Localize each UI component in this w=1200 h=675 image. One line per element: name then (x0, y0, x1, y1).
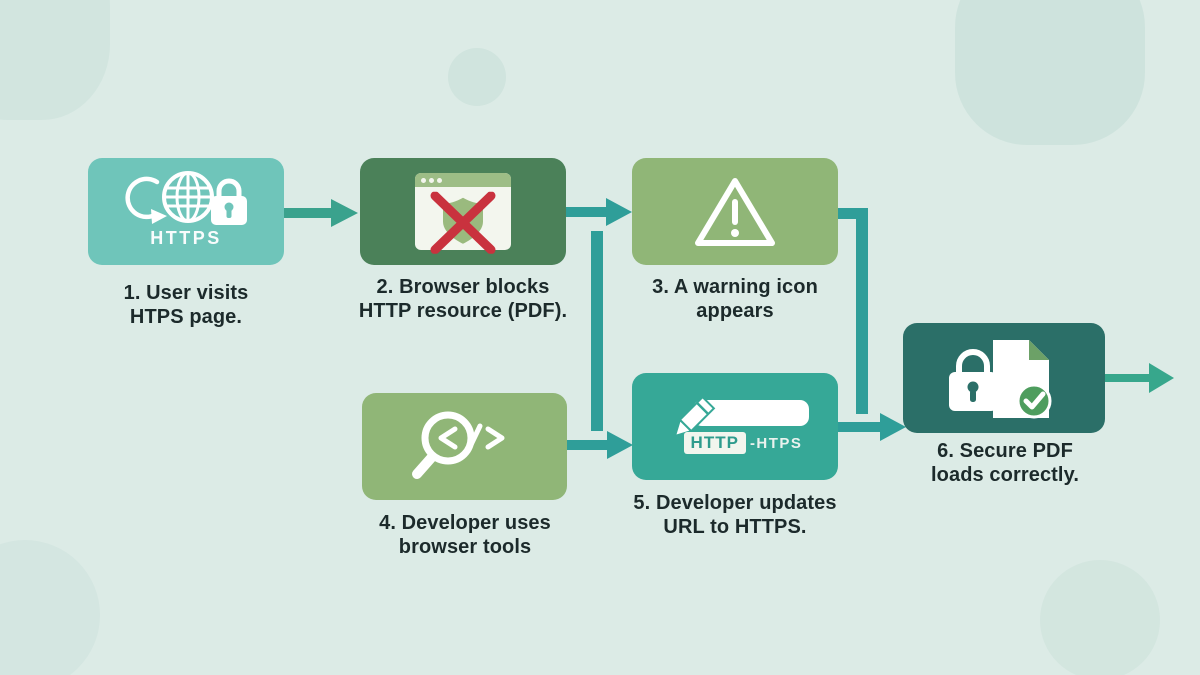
code-inspect-magnifier-icon (362, 409, 567, 483)
step2-box (360, 158, 566, 265)
background-blob (1040, 560, 1160, 675)
blocked-shield-browser-icon (415, 173, 511, 254)
step5-box: HTTP -HTPS (632, 373, 838, 480)
caption-line: browser tools (398, 536, 532, 558)
browser-dot-icon (437, 177, 442, 183)
caption-line: 1. User visits (123, 282, 249, 304)
arrow-shaft (283, 208, 333, 218)
step5-caption: 5. Developer updates URL to HTTPS. (617, 491, 853, 539)
caption-line: URL to HTTPS. (663, 516, 807, 538)
caption-line: appears (696, 300, 774, 322)
https-target-text: -HTPS (749, 434, 803, 452)
step3-caption: 3. A warning icon appears (617, 275, 853, 323)
browser-dot-icon (421, 177, 426, 183)
arrow-head-icon (880, 413, 906, 441)
arrow-head-icon (606, 198, 632, 226)
caption-line: 2. Browser blocks (376, 276, 550, 298)
background-blob (0, 0, 110, 120)
arrow-head-icon (331, 199, 358, 227)
step3-box (632, 158, 838, 265)
caption-line: 4. Developer uses (379, 512, 551, 534)
step4-box (362, 393, 567, 500)
https-icon-label: HTTPS (150, 228, 222, 248)
url-update-text: HTTP -HTPS (640, 432, 846, 454)
caption-line: HTTP resource (PDF). (358, 300, 568, 322)
arrow-head-icon (1149, 363, 1174, 393)
http-chip: HTTP (683, 432, 746, 454)
arrow-shaft (567, 440, 609, 450)
browser-titlebar (415, 173, 511, 187)
caption-line: HTPS page. (129, 306, 243, 328)
background-blob (448, 48, 506, 106)
caption-line: 5. Developer updates (633, 492, 837, 514)
arrow-shaft (1105, 374, 1151, 382)
step1-caption: 1. User visits HTPS page. (68, 281, 304, 329)
elbow-vertical (856, 208, 868, 414)
arrow-shaft (838, 422, 882, 432)
background-blob (0, 540, 100, 675)
background-blob (955, 0, 1145, 145)
browser-dot-icon (429, 177, 434, 183)
step2-caption: 2. Browser blocks HTTP resource (PDF). (345, 275, 581, 323)
arrow-shaft (566, 207, 608, 217)
arrow-head-icon (607, 431, 633, 459)
caption-line: 3. A warning icon (652, 276, 818, 298)
warning-triangle-icon (632, 173, 838, 251)
step1-box: HTTPS (88, 158, 284, 265)
connector-vertical-step2-down (591, 231, 603, 431)
caption-line: 6. Secure PDF (937, 440, 1073, 462)
secure-pdf-lock-check-icon (903, 334, 1105, 422)
elbow-horizontal (838, 208, 868, 219)
globe-lock-refresh-icon (88, 168, 284, 228)
step6-caption: 6. Secure PDF loads correctly. (895, 439, 1115, 487)
step6-box (903, 323, 1105, 433)
edit-url-pencil-icon (632, 386, 838, 440)
caption-line: loads correctly. (931, 464, 1079, 486)
step4-caption: 4. Developer uses browser tools (347, 511, 583, 559)
